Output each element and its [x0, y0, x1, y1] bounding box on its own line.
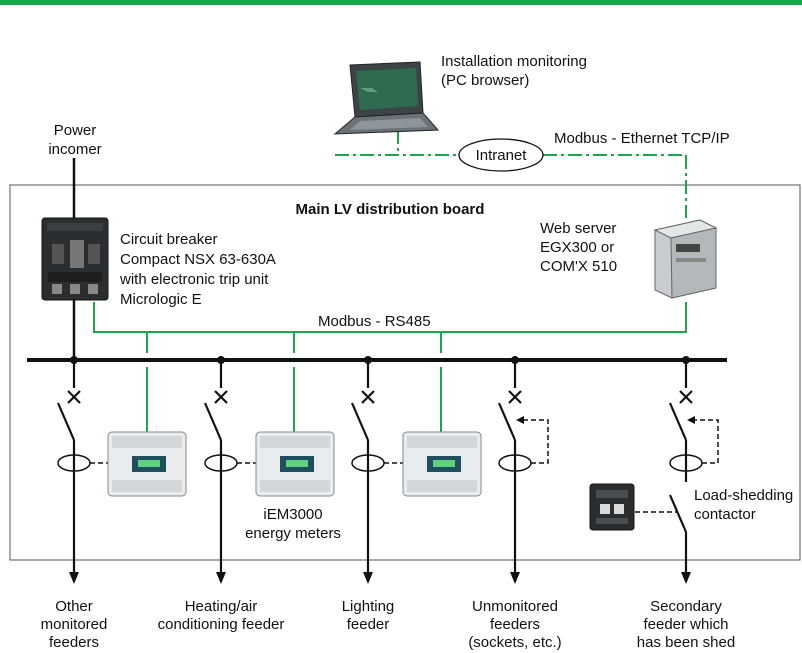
meters-label-2: energy meters — [245, 525, 341, 542]
svg-text:Unmonitored: Unmonitored — [472, 598, 558, 615]
feeder-3 — [350, 356, 404, 584]
monitoring-label-1: Installation monitoring — [441, 53, 587, 70]
energy-meter-1-icon — [107, 431, 187, 497]
web-server-label-2: EGX300 or — [540, 239, 614, 256]
feeder-3-caption: Lighting feeder — [342, 598, 395, 633]
svg-text:Heating/air: Heating/air — [185, 598, 258, 615]
svg-text:has been shed: has been shed — [637, 634, 735, 651]
rs485-bus — [93, 302, 687, 432]
web-server-label-3: COM'X 510 — [540, 258, 617, 275]
feeder-4-caption: Unmonitored feeders (sockets, etc.) — [468, 598, 561, 651]
svg-text:monitored: monitored — [41, 616, 108, 633]
svg-text:feeder which: feeder which — [643, 616, 728, 633]
feeder-1-caption: Other monitored feeders — [41, 598, 108, 651]
svg-text:feeders: feeders — [49, 634, 99, 651]
breaker-label-1: Circuit breaker — [120, 231, 218, 248]
breaker-label-2: Compact NSX 63-630A — [120, 251, 276, 268]
power-incomer-label-2: incomer — [48, 141, 101, 158]
feeder-2 — [203, 356, 257, 584]
circuit-breaker-icon — [41, 217, 109, 301]
meters-label-1: iEM3000 — [263, 506, 322, 523]
feeder-2-caption: Heating/air conditioning feeder — [158, 598, 285, 633]
breaker-label-3: with electronic trip unit — [119, 271, 269, 288]
svg-text:feeders: feeders — [490, 616, 540, 633]
energy-meter-2-icon — [255, 431, 335, 497]
contactor-label-1: Load-shedding — [694, 487, 793, 504]
main-board-frame — [9, 184, 801, 561]
web-server-label-1: Web server — [540, 220, 616, 237]
laptop-icon — [333, 61, 440, 135]
web-server-icon — [653, 219, 718, 299]
feeder-1 — [56, 356, 110, 584]
feeder-5 — [635, 356, 719, 584]
ethernet-label: Modbus - Ethernet TCP/IP — [554, 130, 730, 147]
svg-text:conditioning feeder: conditioning feeder — [158, 616, 285, 633]
board-title: Main LV distribution board — [296, 201, 485, 218]
svg-text:Lighting: Lighting — [342, 598, 395, 615]
contactor-icon — [589, 483, 635, 531]
power-incomer-label-1: Power — [54, 122, 97, 139]
feeder-4 — [497, 356, 549, 584]
ethernet-network — [335, 130, 687, 218]
monitoring-label-2: (PC browser) — [441, 72, 529, 89]
intranet-bubble — [458, 138, 544, 172]
contactor-label-2: contactor — [694, 506, 756, 523]
intranet-label: Intranet — [476, 147, 528, 164]
top-green-rule — [0, 0, 802, 5]
energy-meter-3-icon — [402, 431, 482, 497]
svg-text:Secondary: Secondary — [650, 598, 722, 615]
breaker-label-4: Micrologic E — [120, 291, 202, 308]
feeder-5-caption: Secondary feeder which has been shed — [637, 598, 735, 651]
svg-text:Other: Other — [55, 598, 93, 615]
svg-text:(sockets, etc.): (sockets, etc.) — [468, 634, 561, 651]
rs485-label: Modbus - RS485 — [318, 313, 431, 330]
svg-text:feeder: feeder — [347, 616, 390, 633]
